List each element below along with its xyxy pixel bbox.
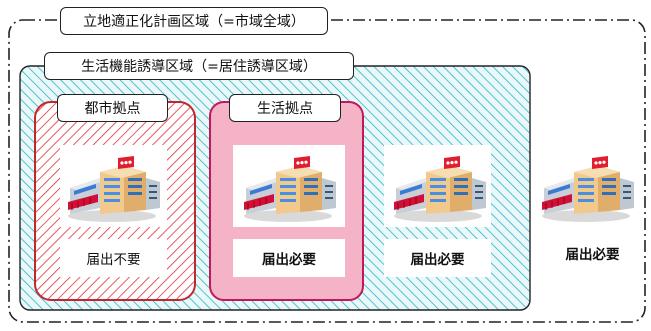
life-hub-label: 生活拠点 [229, 94, 341, 122]
life-hub-notice: 届出必要 [233, 239, 345, 277]
city-hub-notice: 届出不要 [60, 239, 167, 277]
residential-area-notice: 届出必要 [384, 239, 491, 277]
city-hub-label: 都市拠点 [57, 94, 168, 122]
outside-area-notice: 届出必要 [565, 247, 620, 263]
residential-area-label: 生活機能誘導区域（=居住誘導区域） [44, 52, 354, 80]
plan-area-label: 立地適正化計画区域（=市域全域） [60, 7, 328, 35]
